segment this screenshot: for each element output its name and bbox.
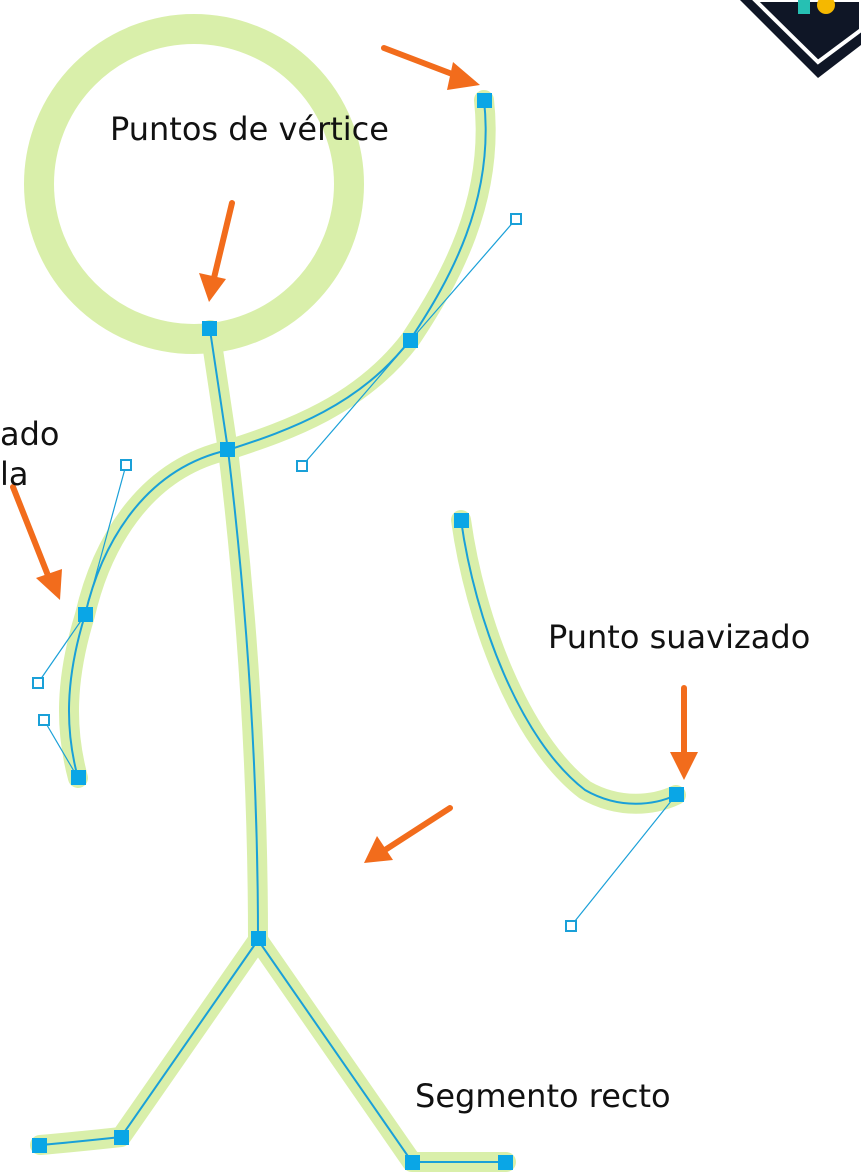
anchor-point: [403, 333, 418, 348]
label-smoothed-handle-line2: la: [0, 455, 29, 493]
anchor-point: [202, 321, 217, 336]
arrow-icon: [364, 805, 453, 863]
arrow-icon: [670, 685, 698, 780]
anchor-point: [78, 607, 93, 622]
head-circle: [24, 14, 364, 354]
handle-point: [565, 920, 577, 932]
label-smooth-point: Punto suavizado: [548, 618, 810, 656]
handle-point: [38, 714, 50, 726]
label-smoothed-handle-line1: ado: [0, 415, 60, 453]
anchor-point: [32, 1138, 47, 1153]
handle-point: [510, 213, 522, 225]
anchor-point: [71, 770, 86, 785]
torso-highlight: [200, 320, 268, 950]
arrow-icon: [10, 484, 62, 600]
right-leg-detached-highlight: [451, 510, 686, 814]
arrows: [10, 45, 698, 863]
arrow-icon: [381, 45, 480, 90]
handle-lines: [37, 218, 677, 927]
anchor-point: [454, 513, 469, 528]
handle-point: [32, 677, 44, 689]
anchor-points: [32, 93, 684, 1170]
left-leg-highlight: [30, 930, 268, 1155]
label-straight-segment: Segmento recto: [415, 1077, 671, 1115]
anchor-point: [477, 93, 492, 108]
label-vertex-points: Puntos de vértice: [110, 110, 389, 148]
right-leg-highlight: [248, 930, 516, 1172]
right-leg-detached-path: [460, 519, 677, 805]
handle-points: [32, 213, 577, 932]
anchor-point: [498, 1155, 513, 1170]
anchor-point: [114, 1130, 129, 1145]
handle-point: [120, 459, 132, 471]
torso-path: [209, 329, 259, 941]
labels: Puntos de vértice ado la Punto suavizado…: [0, 110, 810, 1115]
anchor-point: [220, 442, 235, 457]
handle-point: [296, 460, 308, 472]
arrow-icon: [199, 200, 235, 302]
logo-badge-icon: [740, 0, 861, 78]
anchor-point: [405, 1155, 420, 1170]
anchor-point: [251, 931, 266, 946]
anchor-point: [669, 787, 684, 802]
